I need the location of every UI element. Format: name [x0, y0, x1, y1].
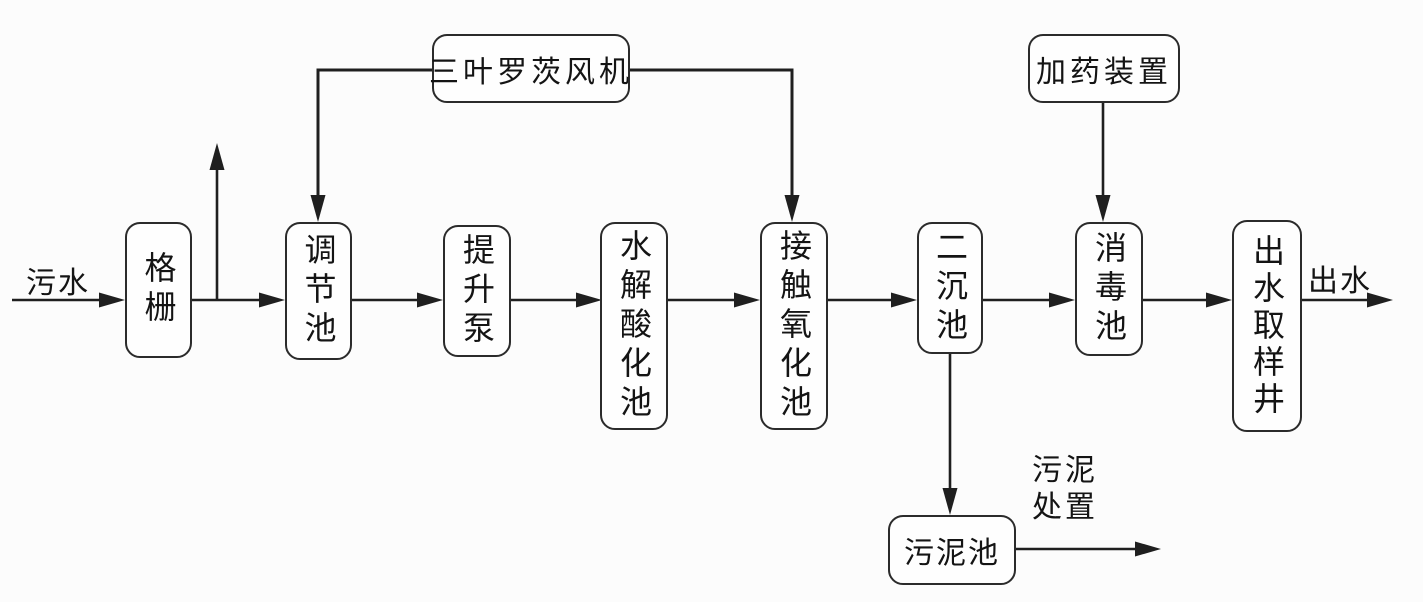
node-secondary-sedimentation-tank-label: 二沉池 [932, 229, 968, 347]
node-regulating-tank-label: 调节池 [300, 232, 337, 350]
node-lift-pump: 提升泵 [443, 225, 511, 357]
node-disinfection-tank-label: 消毒池 [1091, 230, 1127, 348]
node-grating: 格栅 [125, 222, 192, 358]
node-secondary-sedimentation-tank: 二沉池 [917, 222, 983, 354]
sludge-disposal-line2: 处置 [1032, 491, 1098, 524]
node-dosing-device: 加药装置 [1028, 34, 1180, 103]
node-disinfection-tank: 消毒池 [1075, 222, 1143, 356]
node-contact-oxidation-tank: 接触氧化池 [760, 222, 828, 430]
node-lift-pump-label: 提升泵 [459, 232, 495, 350]
node-effluent-sampling-well: 出水取样井 [1232, 220, 1302, 432]
node-roots-blower-label: 三叶罗茨风机 [429, 55, 633, 89]
influent-label: 污水 [26, 267, 90, 300]
node-contact-oxidation-tank-label: 接触氧化池 [776, 228, 812, 424]
node-hydrolysis-acidification-tank: 水解酸化池 [600, 222, 668, 430]
node-effluent-sampling-well-label: 出水取样井 [1249, 233, 1285, 419]
edge-blower-right [630, 68, 794, 210]
node-regulating-tank: 调节池 [285, 222, 352, 360]
edge-blower-left [316, 68, 432, 210]
node-hydrolysis-acidification-tank-label: 水解酸化池 [616, 228, 652, 424]
node-sludge-tank: 污泥池 [888, 515, 1016, 585]
effluent-label: 出水 [1308, 265, 1372, 298]
arrowheads [99, 143, 1393, 557]
sludge-disposal-label: 污泥 处置 [1032, 452, 1098, 526]
node-roots-blower: 三叶罗茨风机 [429, 34, 633, 103]
sludge-disposal-line1: 污泥 [1032, 454, 1098, 487]
node-dosing-device-label: 加药装置 [1036, 55, 1172, 89]
node-sludge-tank-label: 污泥池 [904, 537, 1000, 570]
node-grating-label: 格栅 [140, 251, 177, 329]
